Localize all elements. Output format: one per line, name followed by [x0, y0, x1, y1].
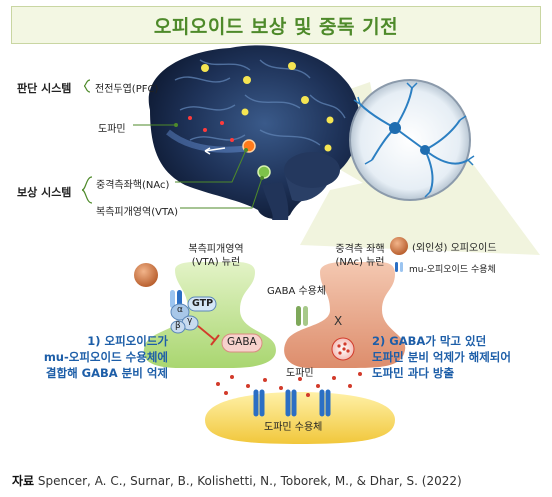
dopamine-release [216, 372, 362, 397]
nac-neuron-label-2: (NAc) 뉴런 [335, 257, 385, 268]
g-protein [170, 296, 217, 334]
step2-line3: 도파민 과다 방출 [372, 366, 455, 380]
step2-line1: 2) GABA가 막고 있던 [372, 334, 487, 348]
brain-illustration [148, 45, 360, 220]
pfc-bracket [83, 79, 91, 93]
dopamine-label: 도파민 [286, 368, 314, 379]
gaba-receptor [296, 306, 308, 326]
mu-receptor-legend-label: mu-오피오이드 수용체 [409, 265, 496, 275]
pfc-label: 전전두엽(PFC) [95, 84, 159, 95]
source-text: Spencer, A. C., Surnar, B., Kolishetti, … [37, 474, 462, 488]
opioid-legend-icon [390, 237, 408, 255]
block-mark: X [334, 314, 342, 328]
reward-system-label: 보상 시스템 [17, 186, 72, 199]
beta-label: β [175, 321, 181, 331]
alpha-label: α [177, 305, 183, 315]
step2-text: 2) GABA가 막고 있던 도파민 분비 억제가 해제되어 도파민 과다 방출 [372, 333, 542, 381]
vta-neuron-label-2: (VTA) 뉴런 [191, 257, 241, 268]
dopamine-brain-label: 도파민 [98, 124, 126, 135]
step2-line2: 도파민 분비 억제가 해제되어 [372, 350, 511, 364]
page-title: 오피오이드 보상 및 중독 기전 [153, 16, 399, 38]
gtp-label: GTP [192, 298, 214, 309]
gaba-vesicle [221, 333, 263, 353]
step1-line2: mu-오피오이드 수용체에 [43, 350, 168, 364]
vta-marker [257, 165, 271, 179]
mu-receptor-legend-icon [395, 262, 398, 272]
step1-text: 1) 오피오이드가 mu-오피오이드 수용체에 결합해 GABA 분비 억제 [20, 333, 168, 381]
dopamine-receptors [253, 389, 331, 417]
mu-receptor [170, 290, 182, 308]
opioid-molecule [134, 263, 158, 287]
dopamine-receptor-label: 도파민 수용체 [264, 422, 323, 433]
title-box: 오피오이드 보상 및 중독 기전 [11, 6, 541, 44]
zoom-cone-lower [300, 160, 540, 255]
nac-label: 중격측좌핵(NAc) [96, 180, 170, 191]
nac-neuron [284, 262, 406, 368]
vta-label: 복측피개영역(VTA) [96, 207, 179, 218]
vta-neuron-label-1: 복측피개영역 [188, 244, 244, 255]
step1-line3: 결합해 GABA 분비 억제 [45, 366, 168, 380]
gaba-receptor-label: GABA 수용체 [267, 286, 327, 297]
reward-bracket [81, 176, 93, 204]
source-citation: 자료 Spencer, A. C., Surnar, B., Kolishett… [12, 472, 462, 489]
neuron-zoom-circle [349, 79, 475, 201]
source-label: 자료 [12, 474, 35, 488]
opioid-legend-label: (외인성) 오피오이드 [412, 243, 497, 254]
gamma-label: γ [187, 316, 193, 326]
postsynaptic-membrane [205, 392, 395, 444]
step1-line1: 1) 오피오이드가 [87, 334, 168, 348]
nac-neuron-label-1: 중격측 좌핵 [335, 244, 385, 255]
gaba-label: GABA [227, 336, 257, 348]
judgment-system-label: 판단 시스템 [17, 82, 72, 95]
